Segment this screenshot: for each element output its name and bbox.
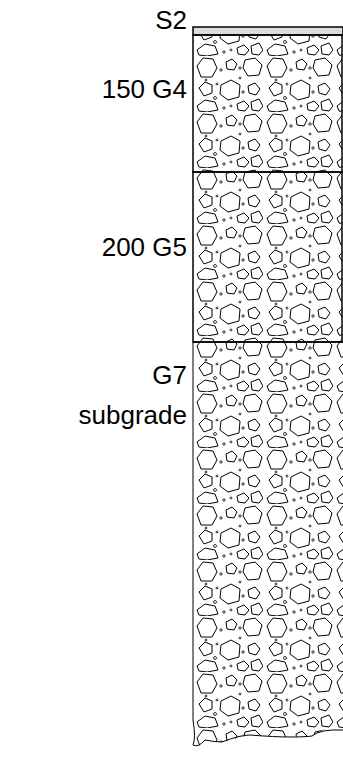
layer-label: G7 subgrade — [79, 360, 187, 430]
subgrade-layer: G7 subgrade — [0, 342, 190, 462]
label-box: S2 — [57, 0, 187, 40]
layer-label: S2 — [155, 5, 187, 35]
label-box: 200 G5 — [57, 227, 187, 267]
surface-seal-layer: S2 — [0, 0, 190, 40]
label-box: 150 G4 — [57, 69, 187, 109]
layer-label: 200 G5 — [102, 232, 187, 262]
label-box: G7 subgrade — [57, 355, 187, 435]
layer-label: 150 G4 — [102, 74, 187, 104]
base-layer: 150 G4 — [0, 35, 190, 172]
subbase-layer: 200 G5 — [0, 172, 190, 342]
